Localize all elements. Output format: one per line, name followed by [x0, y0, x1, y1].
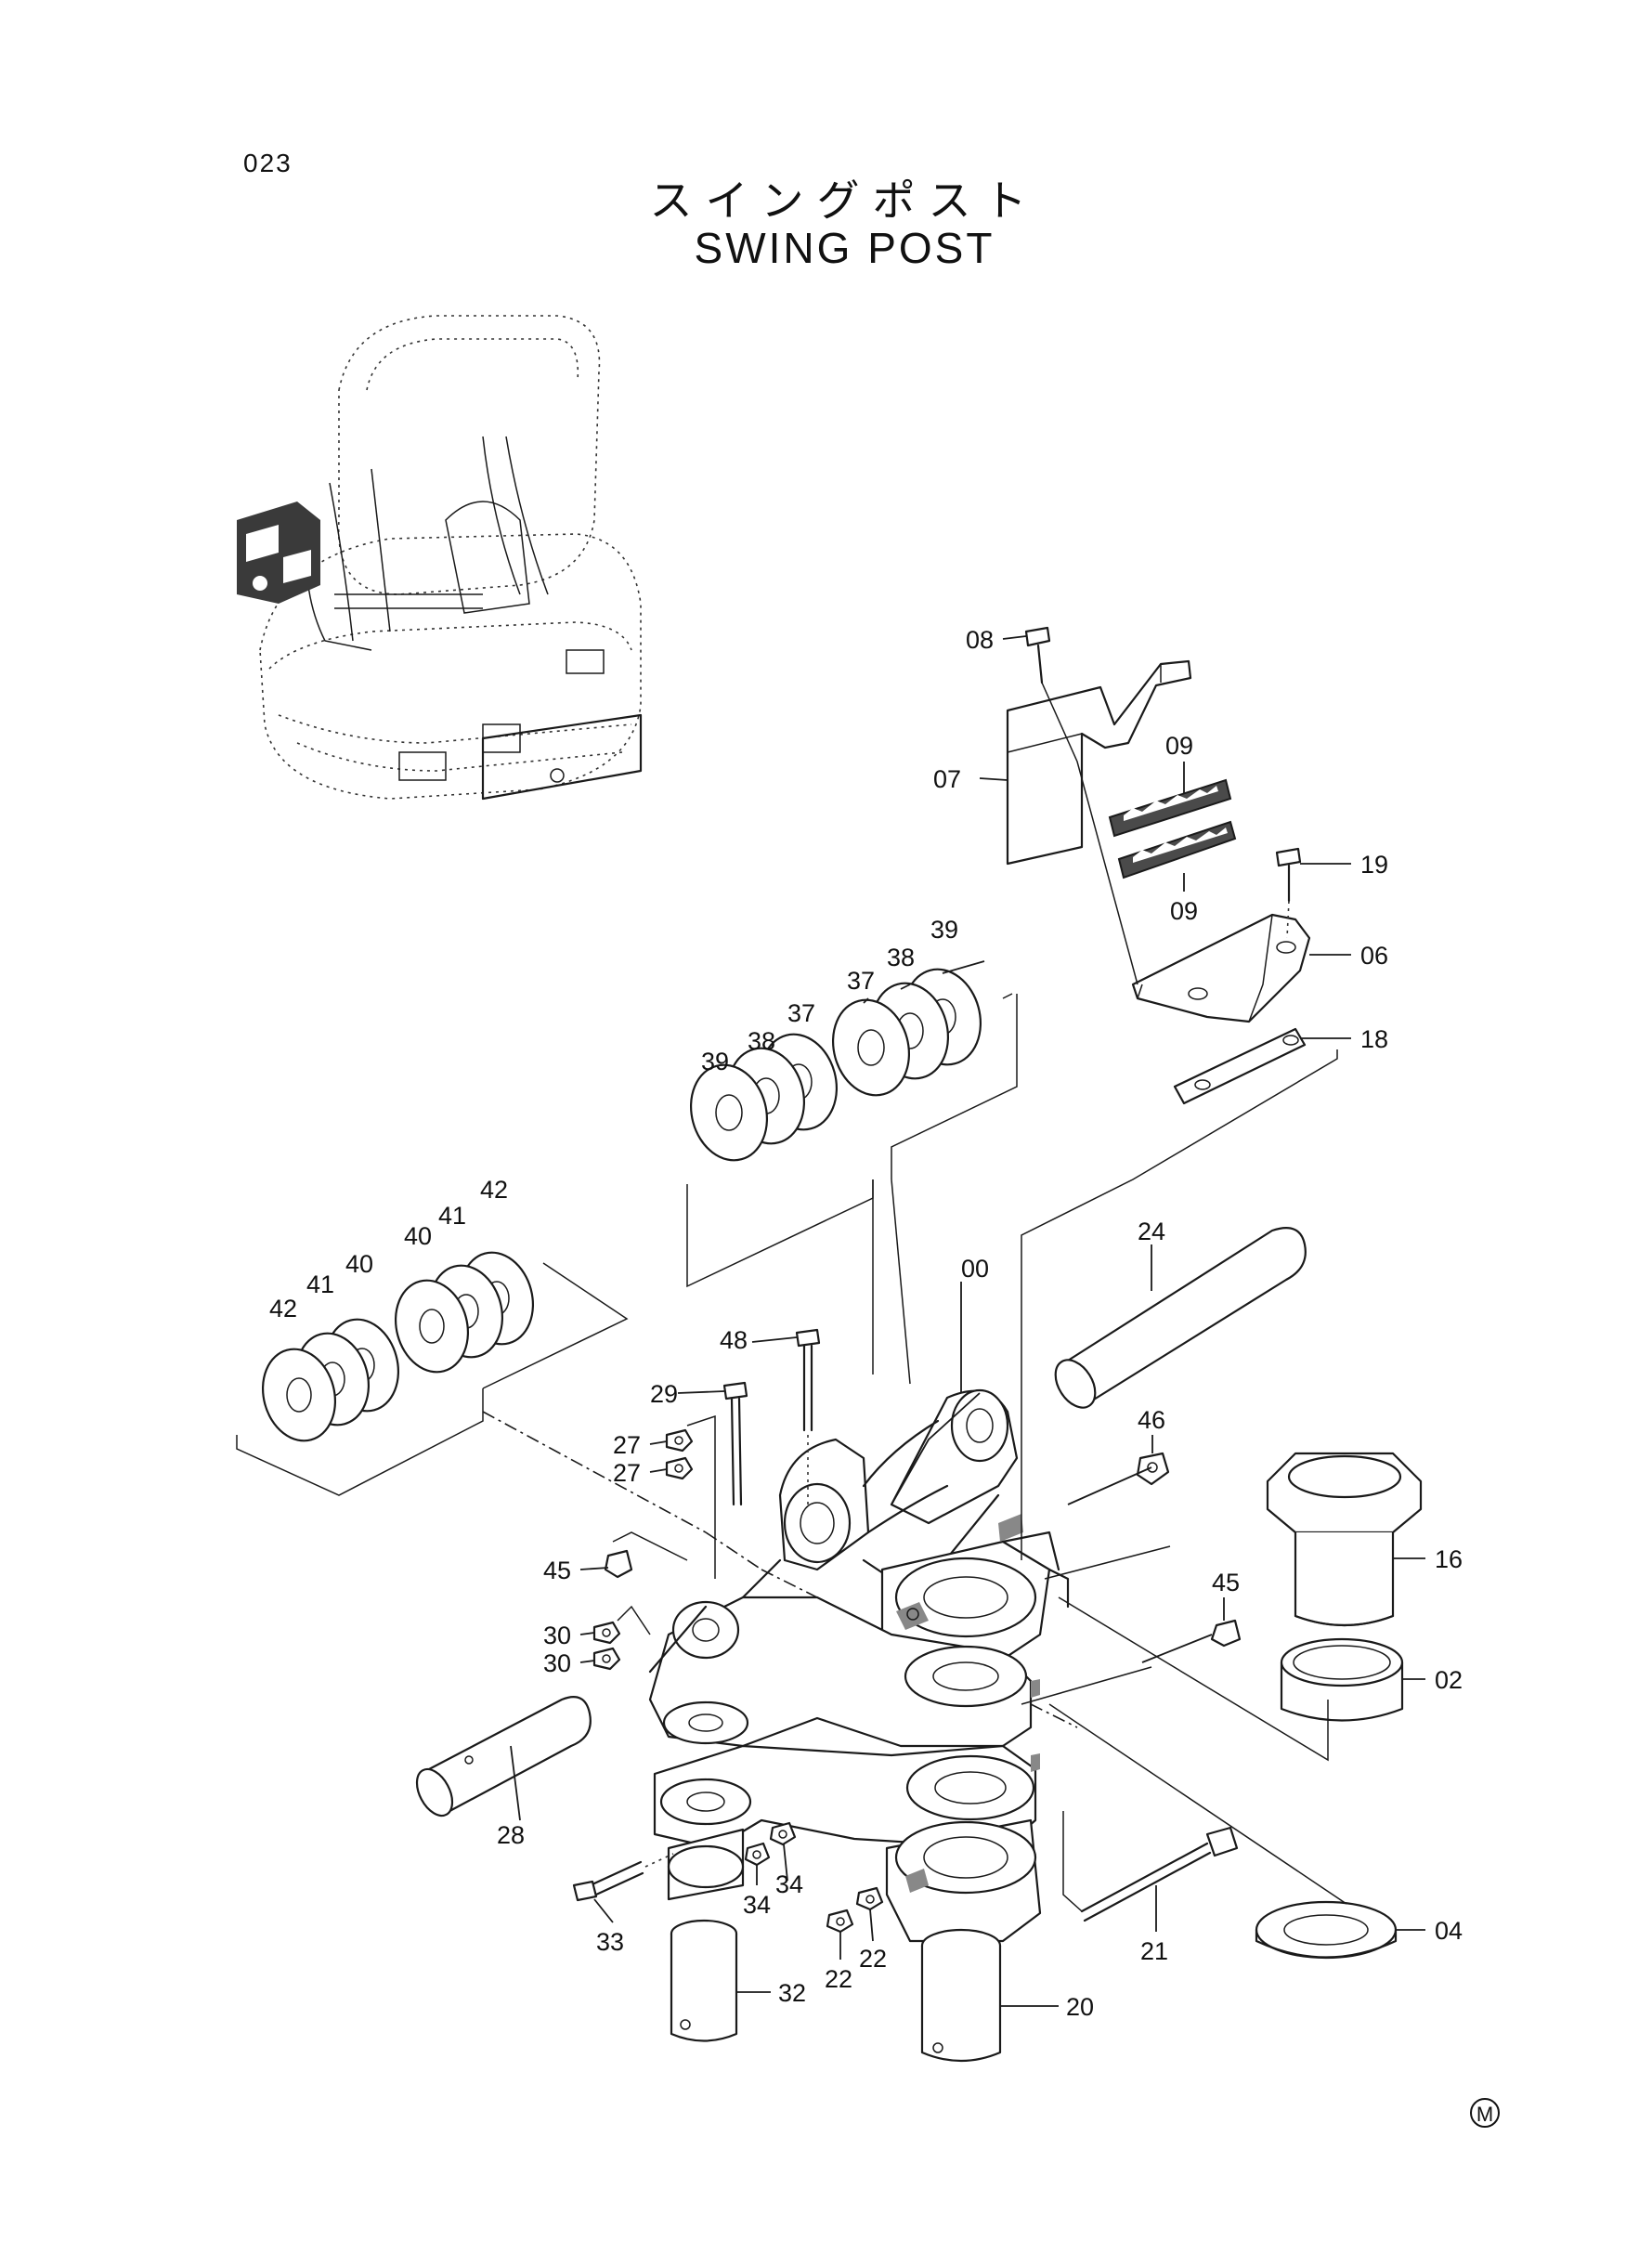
callout-37-right: 37 [847, 967, 875, 995]
bolt-29 [722, 1381, 748, 1506]
bolt-21 [1080, 1826, 1239, 1922]
callout-06: 06 [1360, 942, 1388, 970]
callout-34-right: 34 [775, 1870, 803, 1898]
callout-22-right: 22 [859, 1945, 887, 1973]
nut-30-upper [592, 1621, 621, 1645]
grease-fitting-45-left [604, 1549, 633, 1579]
rubber-strip-09-lower [1117, 820, 1237, 879]
callout-18: 18 [1360, 1025, 1388, 1053]
callout-38-right: 38 [887, 944, 915, 971]
thrust-washer-04 [1255, 1900, 1398, 1960]
callout-46: 46 [1138, 1406, 1165, 1434]
hose-guard-assembly [1006, 626, 1311, 1105]
callout-39-right: 39 [930, 916, 958, 944]
callout-45-left: 45 [543, 1557, 571, 1584]
callout-42-left: 42 [269, 1295, 297, 1322]
callout-45-right: 45 [1212, 1569, 1240, 1596]
grease-fitting-45-right [1210, 1619, 1242, 1648]
bushing-20 [920, 1928, 1002, 2063]
callout-09-upper: 09 [1165, 732, 1193, 760]
shim-stack-lower-left [261, 1318, 400, 1442]
callout-20: 20 [1066, 1993, 1094, 2021]
callout-16: 16 [1435, 1545, 1463, 1573]
excavator-overview-illustration [237, 315, 643, 801]
callout-04: 04 [1435, 1917, 1463, 1945]
shim-stack-upper-left [689, 1033, 839, 1162]
callout-32: 32 [778, 1979, 806, 2007]
callout-42-right: 42 [480, 1176, 508, 1204]
title-japanese: スイングポスト [649, 176, 1040, 226]
title-english: SWING POST [694, 224, 995, 272]
nut-27-lower [665, 1456, 694, 1480]
callout-19: 19 [1360, 851, 1388, 879]
callout-30-upper: 30 [543, 1622, 571, 1649]
swing-bracket-highlight [237, 502, 320, 604]
callout-22-left: 22 [825, 1965, 852, 1993]
callout-40-left: 40 [345, 1250, 373, 1278]
mark-letter: M [1476, 2103, 1493, 2126]
callout-07: 07 [933, 765, 961, 793]
callout-21: 21 [1140, 1937, 1168, 1965]
bushing-02 [1280, 1637, 1404, 1722]
callout-00: 00 [961, 1255, 989, 1283]
swing-post-body-00 [648, 1388, 1070, 1943]
page-number: 023 [243, 149, 293, 177]
rubber-strip-09-upper [1108, 778, 1232, 838]
shim-stack-upper-right [831, 968, 982, 1097]
nut-34-right [769, 1821, 797, 1846]
pin-32 [670, 1919, 738, 2042]
callout-41-left: 41 [306, 1270, 334, 1298]
bolt-19 [1275, 847, 1302, 939]
nut-27-upper [665, 1428, 694, 1453]
callout-48: 48 [720, 1326, 748, 1354]
callout-38-left: 38 [748, 1027, 775, 1055]
callout-labels: 00 02 04 06 07 08 09 09 16 18 19 20 21 2… [269, 626, 1463, 2021]
callout-27-lower: 27 [613, 1459, 641, 1487]
callout-27-upper: 27 [613, 1431, 641, 1459]
callout-39-left: 39 [701, 1048, 729, 1075]
leader-lines [510, 635, 1425, 2007]
callout-37-left: 37 [787, 999, 815, 1027]
nut-22-left [826, 1909, 854, 1934]
bolt-48 [795, 1328, 821, 1505]
callout-34-left: 34 [743, 1891, 771, 1919]
grease-fitting-46 [1136, 1452, 1170, 1486]
callout-40-right: 40 [404, 1222, 432, 1250]
bolt-08 [1024, 626, 1051, 684]
bolt-33 [572, 1853, 674, 1902]
callout-29: 29 [650, 1380, 678, 1408]
nut-30-lower [592, 1647, 621, 1671]
pin-24 [1054, 1227, 1307, 1409]
nut-22-right [855, 1886, 884, 1911]
callout-02: 02 [1435, 1666, 1463, 1694]
callout-24: 24 [1138, 1218, 1165, 1245]
callout-09-lower: 09 [1170, 897, 1198, 925]
callout-33: 33 [596, 1928, 624, 1956]
bushing-16 [1266, 1452, 1423, 1627]
pin-28 [415, 1696, 592, 1818]
shim-stack-lower-right [394, 1251, 535, 1374]
circled-m-mark: M [1470, 2098, 1500, 2128]
callout-41-right: 41 [438, 1202, 466, 1230]
nut-34-left [744, 1842, 771, 1867]
callout-08: 08 [966, 626, 994, 654]
callout-30-lower: 30 [543, 1649, 571, 1677]
callout-28: 28 [497, 1821, 525, 1849]
